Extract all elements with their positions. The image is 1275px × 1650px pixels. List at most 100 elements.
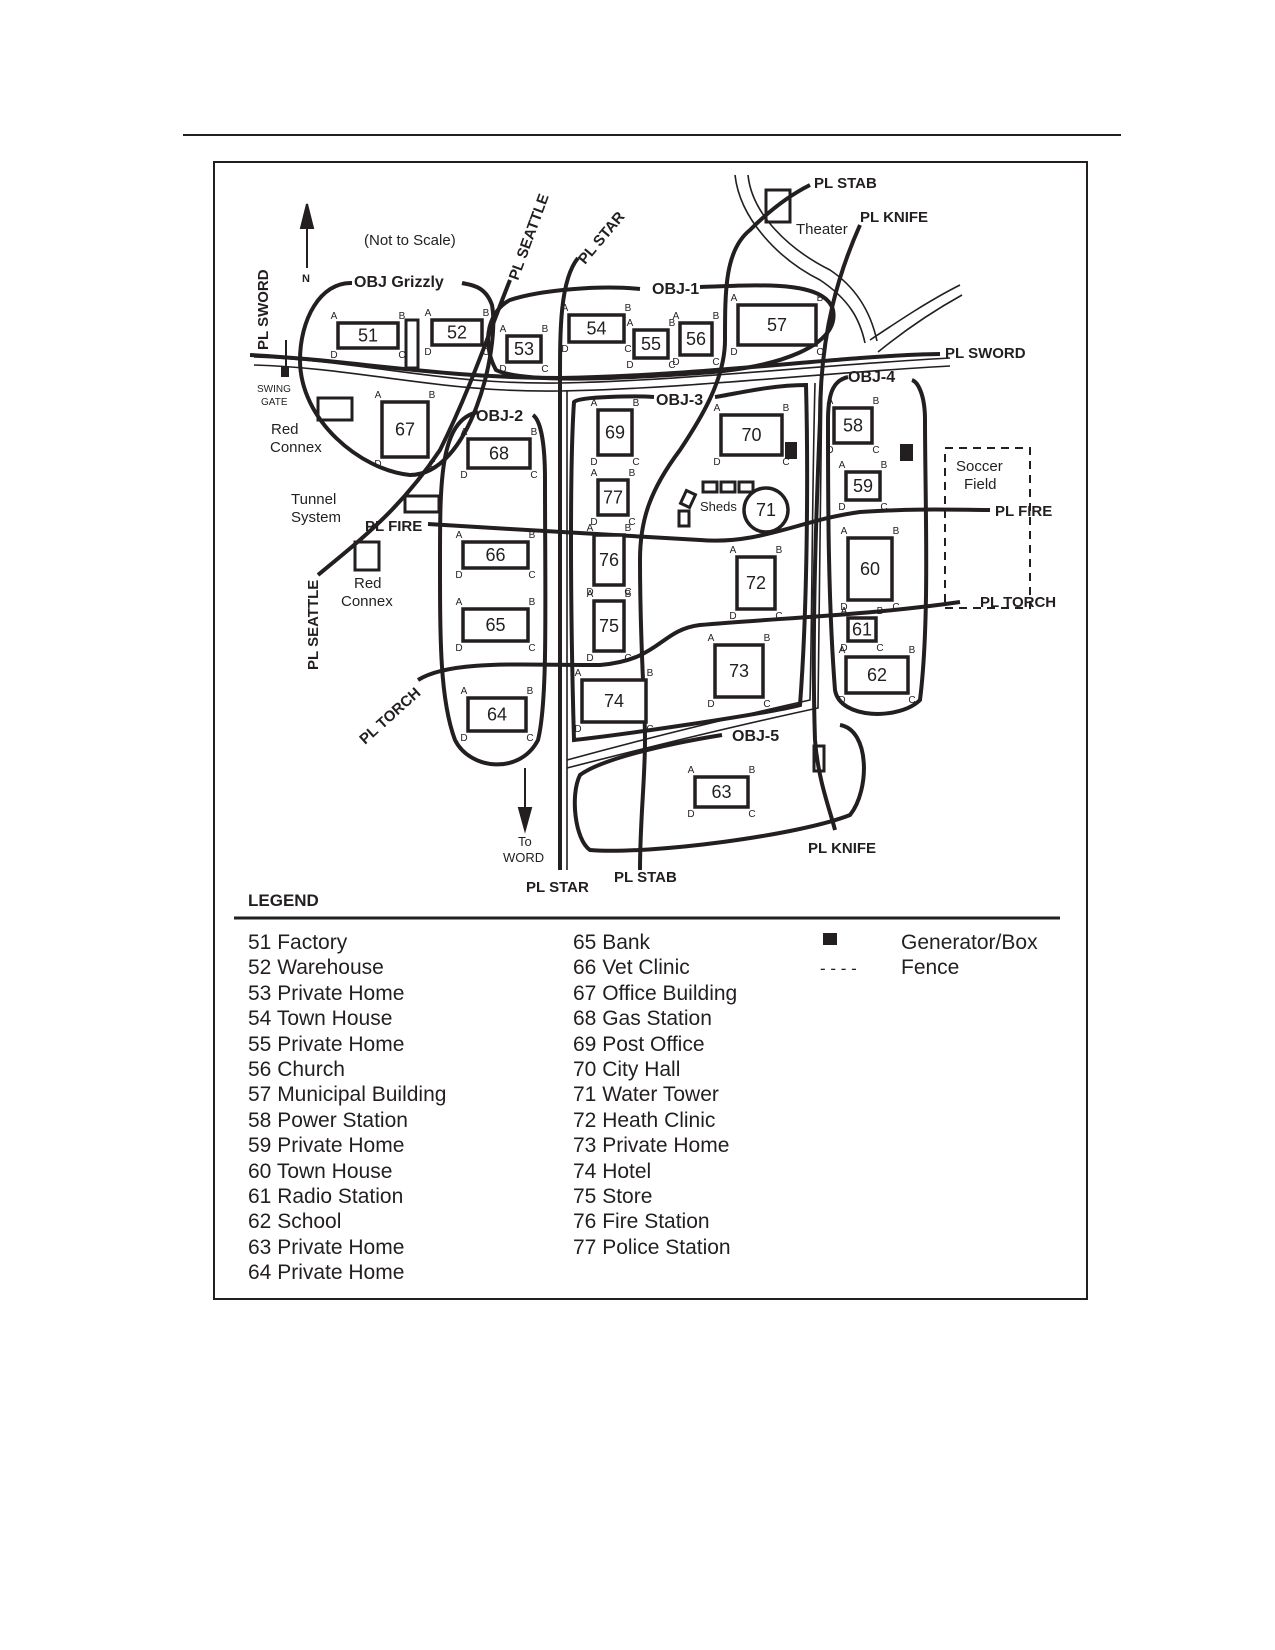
obj-2-label: OBJ-2: [476, 408, 523, 425]
red-connex-south-label-2: Connex: [341, 593, 393, 610]
building-77-corner-b: B: [629, 468, 636, 479]
building-52-corner-d: D: [424, 347, 431, 358]
legend-entry: 51 Factory: [248, 931, 348, 954]
building-55-outline: [632, 328, 670, 360]
red-connex-north-label-1: Red: [271, 421, 299, 438]
building-66-outline: [461, 540, 530, 570]
building-56-corner-a: A: [673, 311, 680, 322]
building-66-corner-c: C: [528, 570, 535, 581]
building-64-corner-b: B: [527, 686, 534, 697]
pl-torch-label-west: PL TORCH: [356, 684, 424, 748]
pl-stab-label-south: PL STAB: [614, 869, 677, 886]
building-65-corner-d: D: [455, 643, 462, 654]
building-52-corner-b: B: [483, 308, 490, 319]
building-53-corner-c: C: [541, 364, 548, 375]
theater-road-a: [734, 174, 866, 344]
building-56-outline: [678, 321, 714, 357]
building-77-label: 77: [603, 488, 623, 508]
building-68-outline: [466, 437, 532, 470]
building-75-outline: [592, 599, 626, 653]
building-57-outline: [736, 303, 818, 347]
building-69-corner-d: D: [590, 457, 597, 468]
building-66-corner-a: A: [456, 530, 463, 541]
legend-entry: 76 Fire Station: [573, 1210, 710, 1234]
building-54-outline: [567, 313, 626, 344]
building-77-corner-c: C: [628, 517, 635, 528]
building-58-corner-b: B: [873, 396, 880, 407]
building-62-label: 62: [867, 665, 887, 685]
legend-entry: 58 Power Station: [248, 1108, 408, 1132]
building-76-corner-a: A: [587, 523, 594, 534]
building-63-corner-b: B: [749, 765, 756, 776]
building-59-corner-b: B: [881, 460, 888, 471]
building-72-outline: [735, 555, 777, 611]
building-56-corner-d: D: [672, 357, 679, 368]
building-64-label: 64: [487, 705, 507, 725]
legend-entry: 67 Office Building: [573, 981, 738, 1005]
building-55-label: 55: [641, 334, 661, 354]
ne-road-b: [877, 294, 963, 353]
pl-seattle-label-south: PL SEATTLE: [305, 580, 322, 670]
legend-entry: 69 Post Office: [573, 1032, 705, 1056]
building-64-outline: [466, 696, 528, 733]
building-74-label: 74: [604, 691, 624, 711]
pl-seattle-label-north: PL SEATTLE: [506, 192, 553, 283]
building-75-corner-d: D: [586, 653, 593, 664]
building-59-outline: [844, 470, 882, 502]
north-label: N: [302, 273, 310, 285]
building-72-corner-d: D: [729, 611, 736, 622]
soccer-field-label-2: Field: [964, 476, 997, 493]
shed-2: [719, 480, 737, 494]
soccer-field-fence: [944, 447, 1031, 609]
shed-5: [677, 509, 691, 528]
building-67-corner-d: D: [374, 459, 381, 470]
building-65-corner-b: B: [529, 597, 536, 608]
building-76-label: 76: [599, 550, 619, 570]
building-55-corner-d: D: [626, 360, 633, 371]
building-63-corner-d: D: [687, 809, 694, 820]
legend-fence-symbol: - - - -: [820, 959, 857, 979]
building-64-corner-c: C: [526, 733, 533, 744]
pl-torch-label-east: PL TORCH: [980, 594, 1056, 611]
building-75-label: 75: [599, 616, 619, 636]
building-69-outline: [596, 408, 634, 457]
building-60-corner-a: A: [841, 526, 848, 537]
pl-star-label-north: PL STAR: [575, 208, 628, 267]
building-51-corner-a: A: [331, 311, 338, 322]
building-64-corner-d: D: [460, 733, 467, 744]
building-52-corner-a: A: [425, 308, 432, 319]
building-66-corner-b: B: [529, 530, 536, 541]
building-75-corner-c: C: [624, 653, 631, 664]
building-67-corner-a: A: [375, 390, 382, 401]
building-73-corner-d: D: [707, 699, 714, 710]
pl-sword-label-east: PL SWORD: [945, 345, 1026, 362]
building-58-corner-d: D: [826, 445, 833, 456]
swing-gate-label-2: GATE: [261, 397, 288, 408]
legend-entry: 52 Warehouse: [248, 956, 384, 980]
legend-entry: 74 Hotel: [573, 1159, 652, 1183]
building-76-corner-b: B: [625, 523, 632, 534]
building-54-corner-c: C: [624, 344, 631, 355]
building-54-label: 54: [586, 319, 606, 339]
legend-fence-label: Fence: [901, 956, 960, 980]
building-52-outline: [430, 318, 484, 347]
obj-4-boundary: [825, 375, 929, 716]
building-74-corner-d: D: [574, 724, 581, 735]
obj-5-label: OBJ-5: [732, 728, 779, 745]
building-67-corner-b: B: [429, 390, 436, 401]
to-word-arrow: [517, 768, 533, 834]
building-55-corner-c: C: [668, 360, 675, 371]
building-54-corner-a: A: [562, 303, 569, 314]
long-box-obj5: [812, 744, 826, 773]
building-60-label: 60: [860, 559, 880, 579]
building-51-outline: [336, 321, 400, 350]
